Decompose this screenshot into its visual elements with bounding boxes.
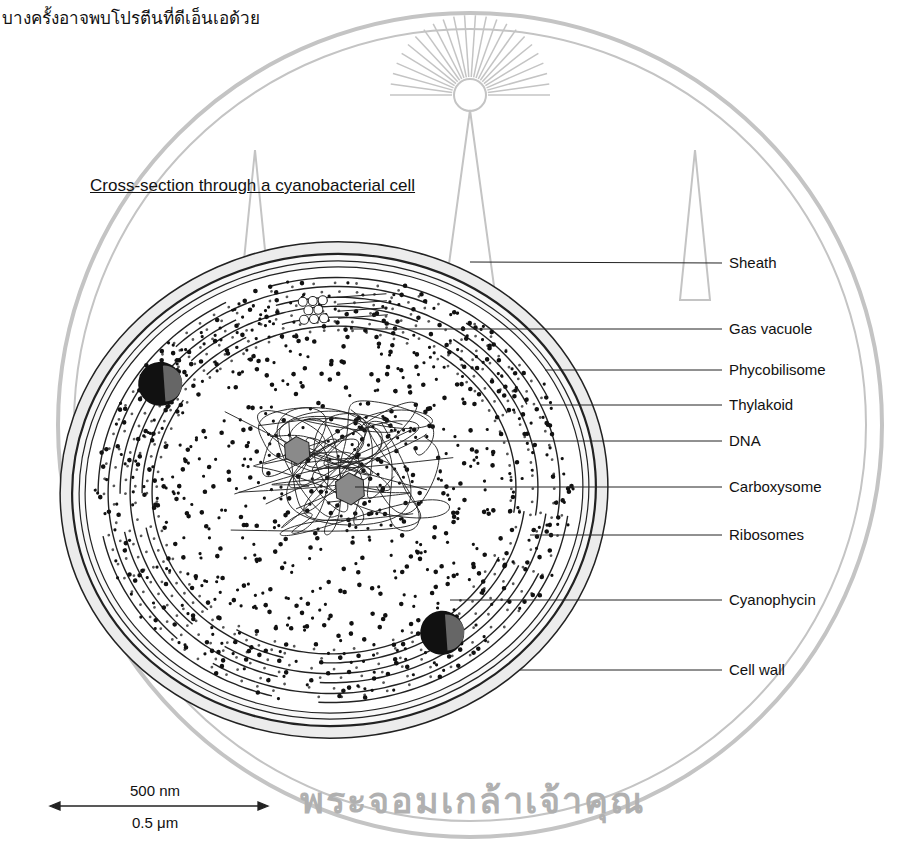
part-label: DNA xyxy=(729,432,761,449)
watermark-text: พระจอมเกล้าเจ้าคุณ xyxy=(300,772,645,829)
part-label: Sheath xyxy=(729,254,777,271)
scale-label: 500 nm xyxy=(130,782,180,799)
body-text: บางครั้งอาจพบโปรตีนที่ดีเอ็นเอด้วย xyxy=(2,4,260,31)
scale-label: 0.5 μm xyxy=(132,814,178,831)
leader-lines xyxy=(350,262,722,670)
part-label: Gas vacuole xyxy=(729,320,812,337)
part-label: Cell wall xyxy=(729,661,785,678)
part-label: Ribosomes xyxy=(729,526,804,543)
part-label: Cyanophycin xyxy=(729,591,816,608)
watermark-seal xyxy=(58,13,882,837)
cell-body xyxy=(43,223,624,756)
part-label: Carboxysome xyxy=(729,478,822,495)
scale-bar xyxy=(50,802,268,810)
part-label: Phycobilisome xyxy=(729,361,826,378)
figure-title: Cross-section through a cyanobacterial c… xyxy=(90,176,415,196)
part-label: Thylakoid xyxy=(729,396,793,413)
